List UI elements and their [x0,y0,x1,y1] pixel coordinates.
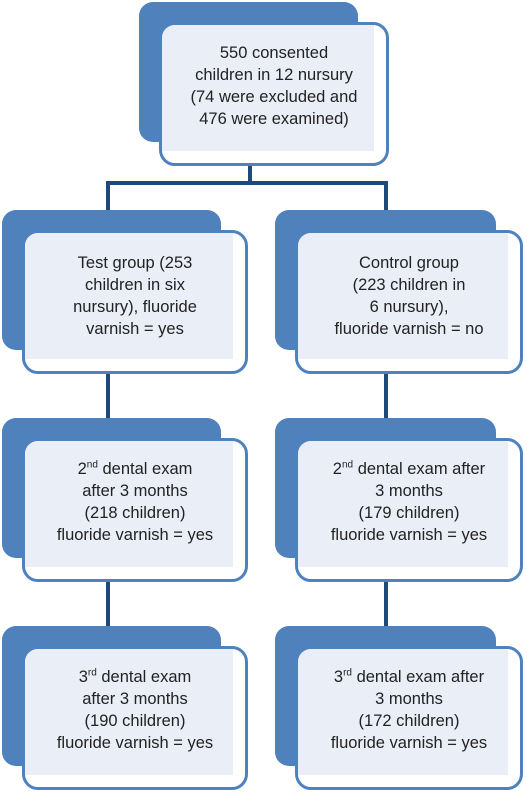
connector-to-control [384,181,388,211]
control-exam2-line-2: 3 months [375,482,443,500]
control-exam3-line-3: (172 children) [358,712,460,730]
test-exam3-line-1: 3rd dental exam [22,666,248,688]
connector-test-group-to-exam2 [106,372,110,420]
connector-control-exam2-to-exam3 [384,580,388,628]
control-exam3-line-1: 3rd dental exam after [295,666,523,688]
control-exam2-line-3: (179 children) [358,504,460,522]
connector-control-group-to-exam2 [384,372,388,420]
connector-to-test [106,181,110,211]
control-exam3-node: 3rd dental exam after 3 months (172 chil… [275,626,523,790]
test-exam2-node: 2nd dental exam after 3 months (218 chil… [2,418,248,582]
test-exam3-line-4: fluoride varnish = yes [56,734,214,752]
test-exam2-ordinal: 2 [77,460,87,478]
control-exam2-ordinal: 2 [332,460,342,478]
root-text-line-2: children in 12 nursury [195,66,353,84]
control-group-line-4: fluoride varnish = no [334,320,484,338]
test-exam3-line-2: after 3 months [82,690,188,708]
connector-root-down [248,165,252,183]
control-group-line-3: 6 nursury), [369,298,449,316]
test-exam3-node: 3rd dental exam after 3 months (190 chil… [2,626,248,790]
control-exam3-line-2: 3 months [375,690,443,708]
control-exam3-ordinal-suffix: rd [343,667,352,679]
test-group-line-4: varnish = yes [86,320,184,338]
connector-horizontal [106,181,388,185]
control-exam3-line-4: fluoride varnish = yes [330,734,488,752]
control-exam2-ordinal-suffix: nd [341,459,354,471]
test-exam3-ordinal: 3 [78,668,88,686]
control-group-line-1: Control group [359,254,459,272]
control-exam3-ordinal: 3 [333,668,344,686]
test-exam2-line-2: after 3 months [82,482,188,500]
test-exam2-line-1: 2nd dental exam [22,458,248,480]
test-exam3-ordinal-suffix: rd [87,667,97,679]
test-exam3-line-1-rest: dental exam [96,668,192,686]
test-group-line-3: nursury), fluoride [73,298,197,316]
test-group-line-2: children in six [85,276,185,294]
connector-test-exam2-to-exam3 [106,580,110,628]
control-exam2-line-4: fluoride varnish = yes [330,526,488,544]
test-exam2-line-3: (218 children) [84,504,186,522]
control-group-node: Control group (223 children in 6 nursury… [275,210,523,374]
control-exam2-node: 2nd dental exam after 3 months (179 chil… [275,418,523,582]
control-exam2-line-1: 2nd dental exam after [295,458,523,480]
root-text-line-4: 476 were examined) [199,110,349,128]
root-text-line-1: 550 consented [219,44,329,62]
control-group-line-2: (223 children in [352,276,466,294]
test-exam2-line-1-rest: dental exam [97,460,193,478]
test-exam3-line-3: (190 children) [84,712,186,730]
test-exam2-ordinal-suffix: nd [86,459,98,471]
control-exam3-line-1-rest: dental exam after [352,668,485,686]
test-exam2-line-4: fluoride varnish = yes [56,526,214,544]
root-text-line-3: (74 were excluded and [190,88,358,106]
test-group-node: Test group (253 children in six nursury)… [2,210,248,374]
root-node: 550 consented children in 12 nursury (74… [139,2,389,166]
test-group-line-1: Test group (253 [77,254,193,272]
control-exam2-line-1-rest: dental exam after [353,460,486,478]
